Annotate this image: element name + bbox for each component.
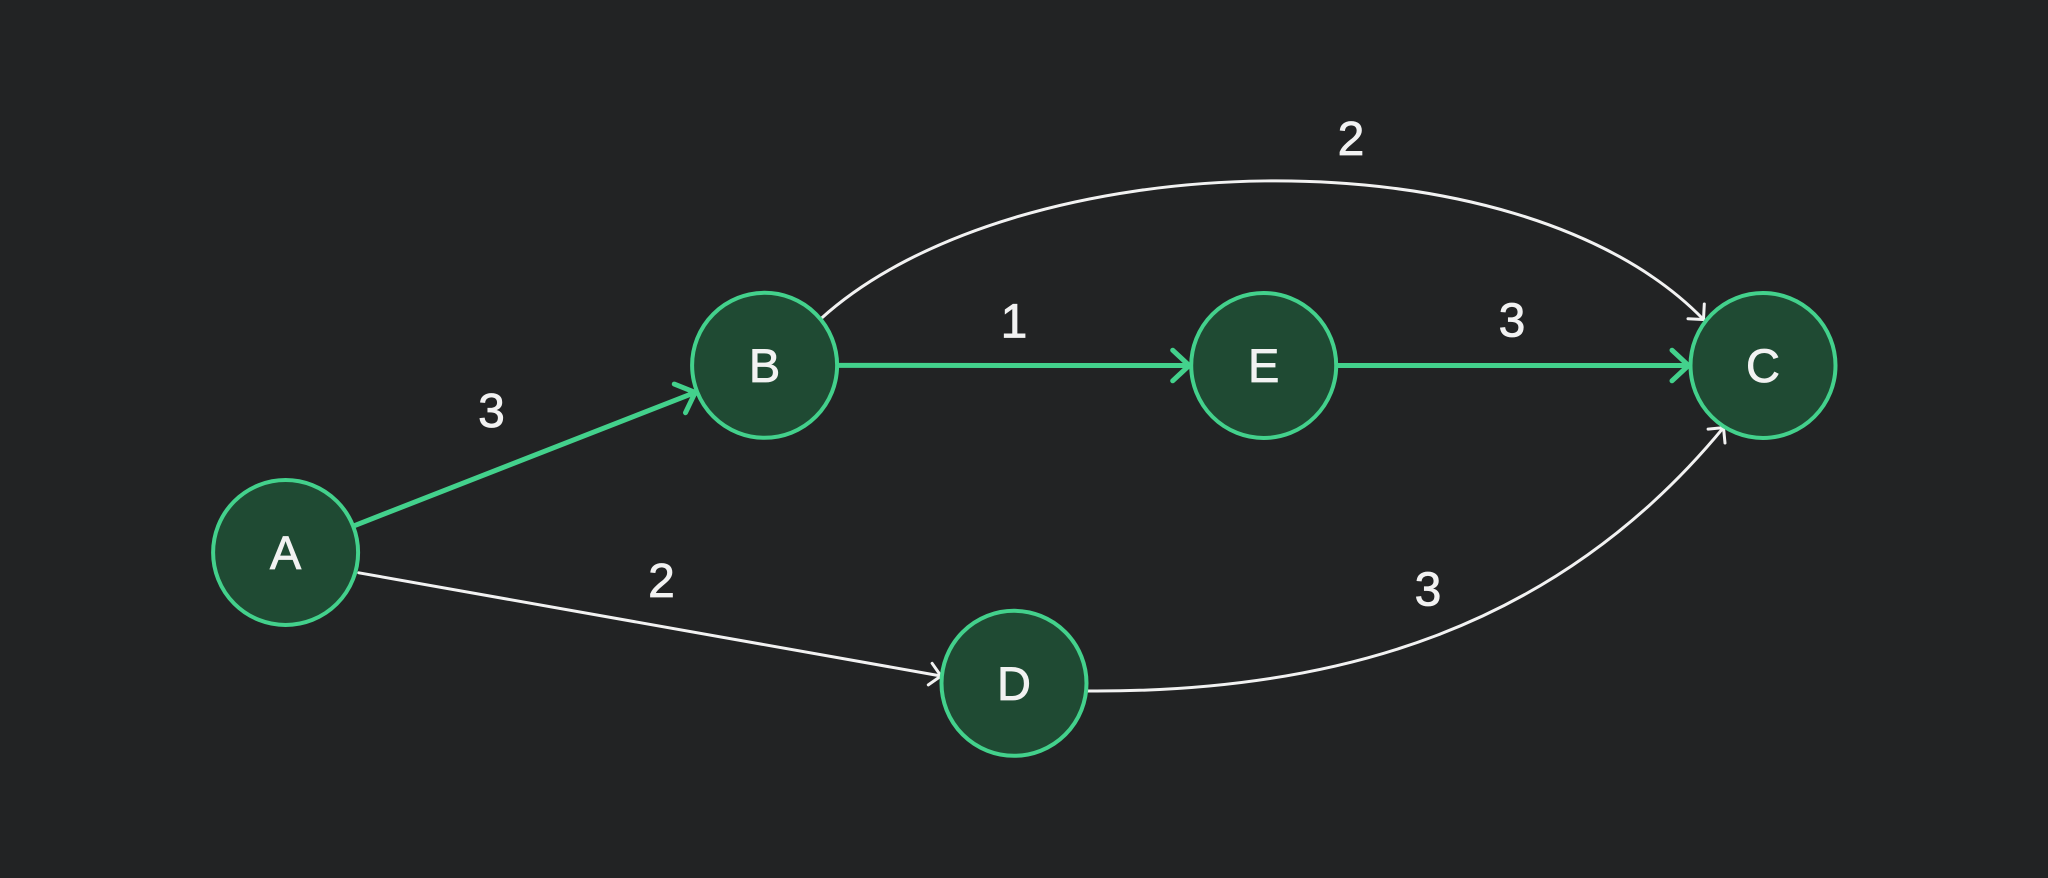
svg-text:2: 2 [648, 555, 675, 608]
svg-text:2: 2 [1338, 113, 1365, 166]
svg-text:D: D [997, 657, 1031, 710]
svg-text:C: C [1746, 339, 1780, 392]
svg-text:3: 3 [478, 385, 505, 438]
svg-text:3: 3 [1415, 564, 1442, 617]
svg-text:A: A [270, 526, 302, 579]
svg-text:B: B [749, 339, 780, 392]
svg-text:1: 1 [1001, 295, 1028, 348]
svg-text:E: E [1248, 339, 1279, 392]
svg-text:3: 3 [1499, 295, 1526, 348]
